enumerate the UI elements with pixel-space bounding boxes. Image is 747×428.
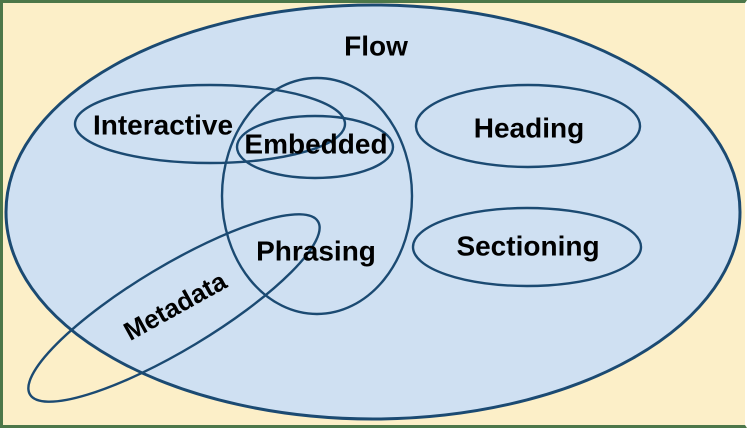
sectioning-ellipse [411,206,643,288]
interactive-ellipse [73,83,347,165]
flow-ellipse [4,3,742,421]
phrasing-label: Phrasing [256,236,376,267]
sectioning-label: Sectioning [456,231,599,262]
phrasing-ellipse [220,76,414,316]
embedded-label: Embedded [244,129,387,160]
heading-label: Heading [474,113,584,144]
heading-ellipse [414,83,642,169]
interactive-label: Interactive [93,110,233,141]
embedded-ellipse [235,114,395,180]
flow-label: Flow [344,31,408,62]
metadata-ellipse [27,213,321,403]
